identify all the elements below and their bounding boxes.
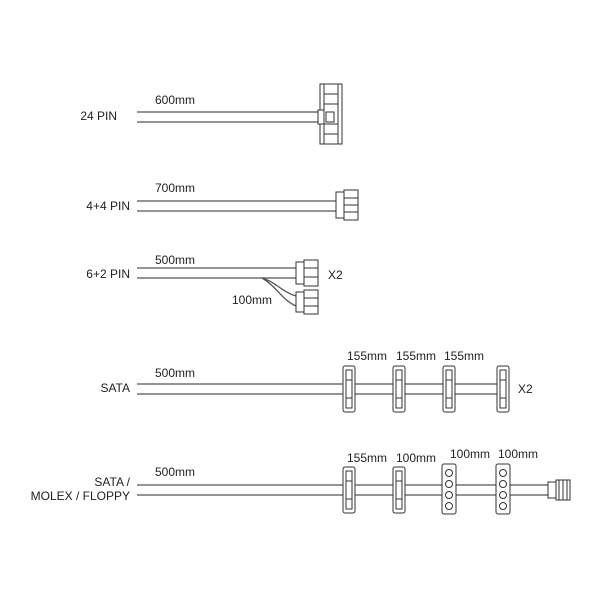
cable-sata-molex-label-line1: SATA / [94,475,130,489]
cable-sata-segment-length: 155mm [444,349,484,363]
sata-connector-icon [342,365,356,413]
cable-6plus2pin-label: 6+2 PIN [86,267,130,281]
cable-sata-length: 500mm [155,366,195,380]
wire [261,277,297,307]
cable-24pin-label: 24 PIN [80,109,117,123]
cable-sata-molex-segment-length: 100mm [450,447,490,461]
cable-24pin-length: 600mm [155,93,195,107]
cable-sata-segment-length: 155mm [396,349,436,363]
cable-24pin: 24 PIN 600mm [80,83,343,145]
cable-4plus4pin-length: 700mm [155,181,195,195]
cable-sata-molex-length: 500mm [155,465,195,479]
cable-sata-molex-segment-length: 100mm [498,447,538,461]
cable-4plus4pin-label: 4+4 PIN [86,199,130,213]
molex-connector-icon [441,463,457,515]
eps-4plus4-connector-icon [335,189,359,221]
sata-connector-icon [496,365,510,413]
cable-sata-molex-floppy: SATA / MOLEX / FLOPPY 500mm 155mm 100mm … [31,447,571,515]
cable-sata: SATA 500mm 155mm 155mm 155mm X2 [100,349,533,413]
pcie-6plus2-connector-icon [295,289,319,315]
sata-connector-icon [442,365,456,413]
sata-connector-icon [392,466,406,514]
cable-sata-molex-label-line2: MOLEX / FLOPPY [31,489,130,503]
cable-6plus2pin: 6+2 PIN 500mm 100mm X2 [86,253,343,315]
wire [261,277,297,297]
sata-connector-icon [392,365,406,413]
cable-sata-label: SATA [100,381,130,395]
cable-6plus2pin-extra-length: 100mm [232,293,272,307]
cable-6plus2pin-length: 500mm [155,253,195,267]
cable-4plus4pin: 4+4 PIN 700mm [86,181,359,221]
cable-sata-multiplier: X2 [518,382,533,396]
cable-sata-segment-length: 155mm [347,349,387,363]
cable-6plus2pin-multiplier: X2 [328,268,343,282]
sata-connector-icon [342,466,356,514]
cable-sata-molex-segment-length: 100mm [396,451,436,465]
cable-sata-molex-segment-length: 155mm [347,451,387,465]
floppy-connector-icon [547,479,571,501]
pcie-6plus2-connector-icon [295,259,319,287]
atx-24pin-connector-icon [317,83,343,145]
molex-connector-icon [495,463,511,515]
